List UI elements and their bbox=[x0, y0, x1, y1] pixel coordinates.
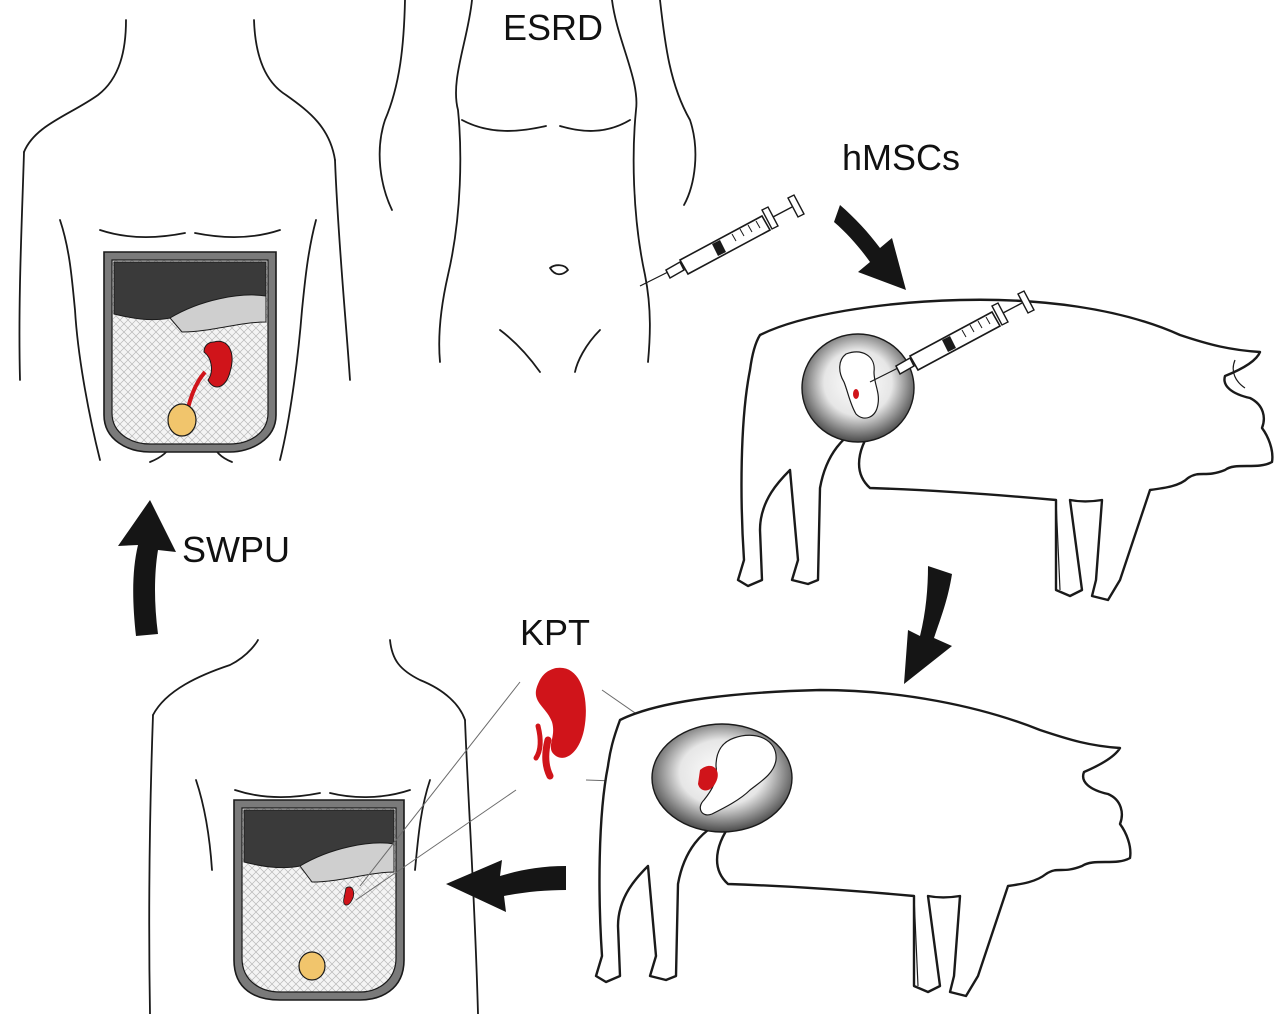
kpt-kidney bbox=[533, 667, 586, 780]
recipient-torso-bottom bbox=[148, 639, 479, 1014]
arrow-pig-down bbox=[904, 566, 952, 684]
label-hmscs: hMSCs bbox=[842, 137, 961, 178]
label-swpu: SWPU bbox=[182, 529, 290, 570]
arrow-swpu-up bbox=[118, 500, 176, 636]
syringe-top bbox=[639, 194, 805, 287]
recipient-torso-top bbox=[18, 19, 351, 463]
label-esrd: ESRD bbox=[503, 7, 604, 48]
arrow-hmscs bbox=[834, 205, 906, 290]
esrd-torso bbox=[378, 0, 697, 373]
label-kpt: KPT bbox=[520, 612, 591, 653]
pig-upper bbox=[736, 298, 1274, 602]
pig-lower bbox=[594, 688, 1132, 998]
arrow-kpt-left bbox=[446, 860, 566, 912]
